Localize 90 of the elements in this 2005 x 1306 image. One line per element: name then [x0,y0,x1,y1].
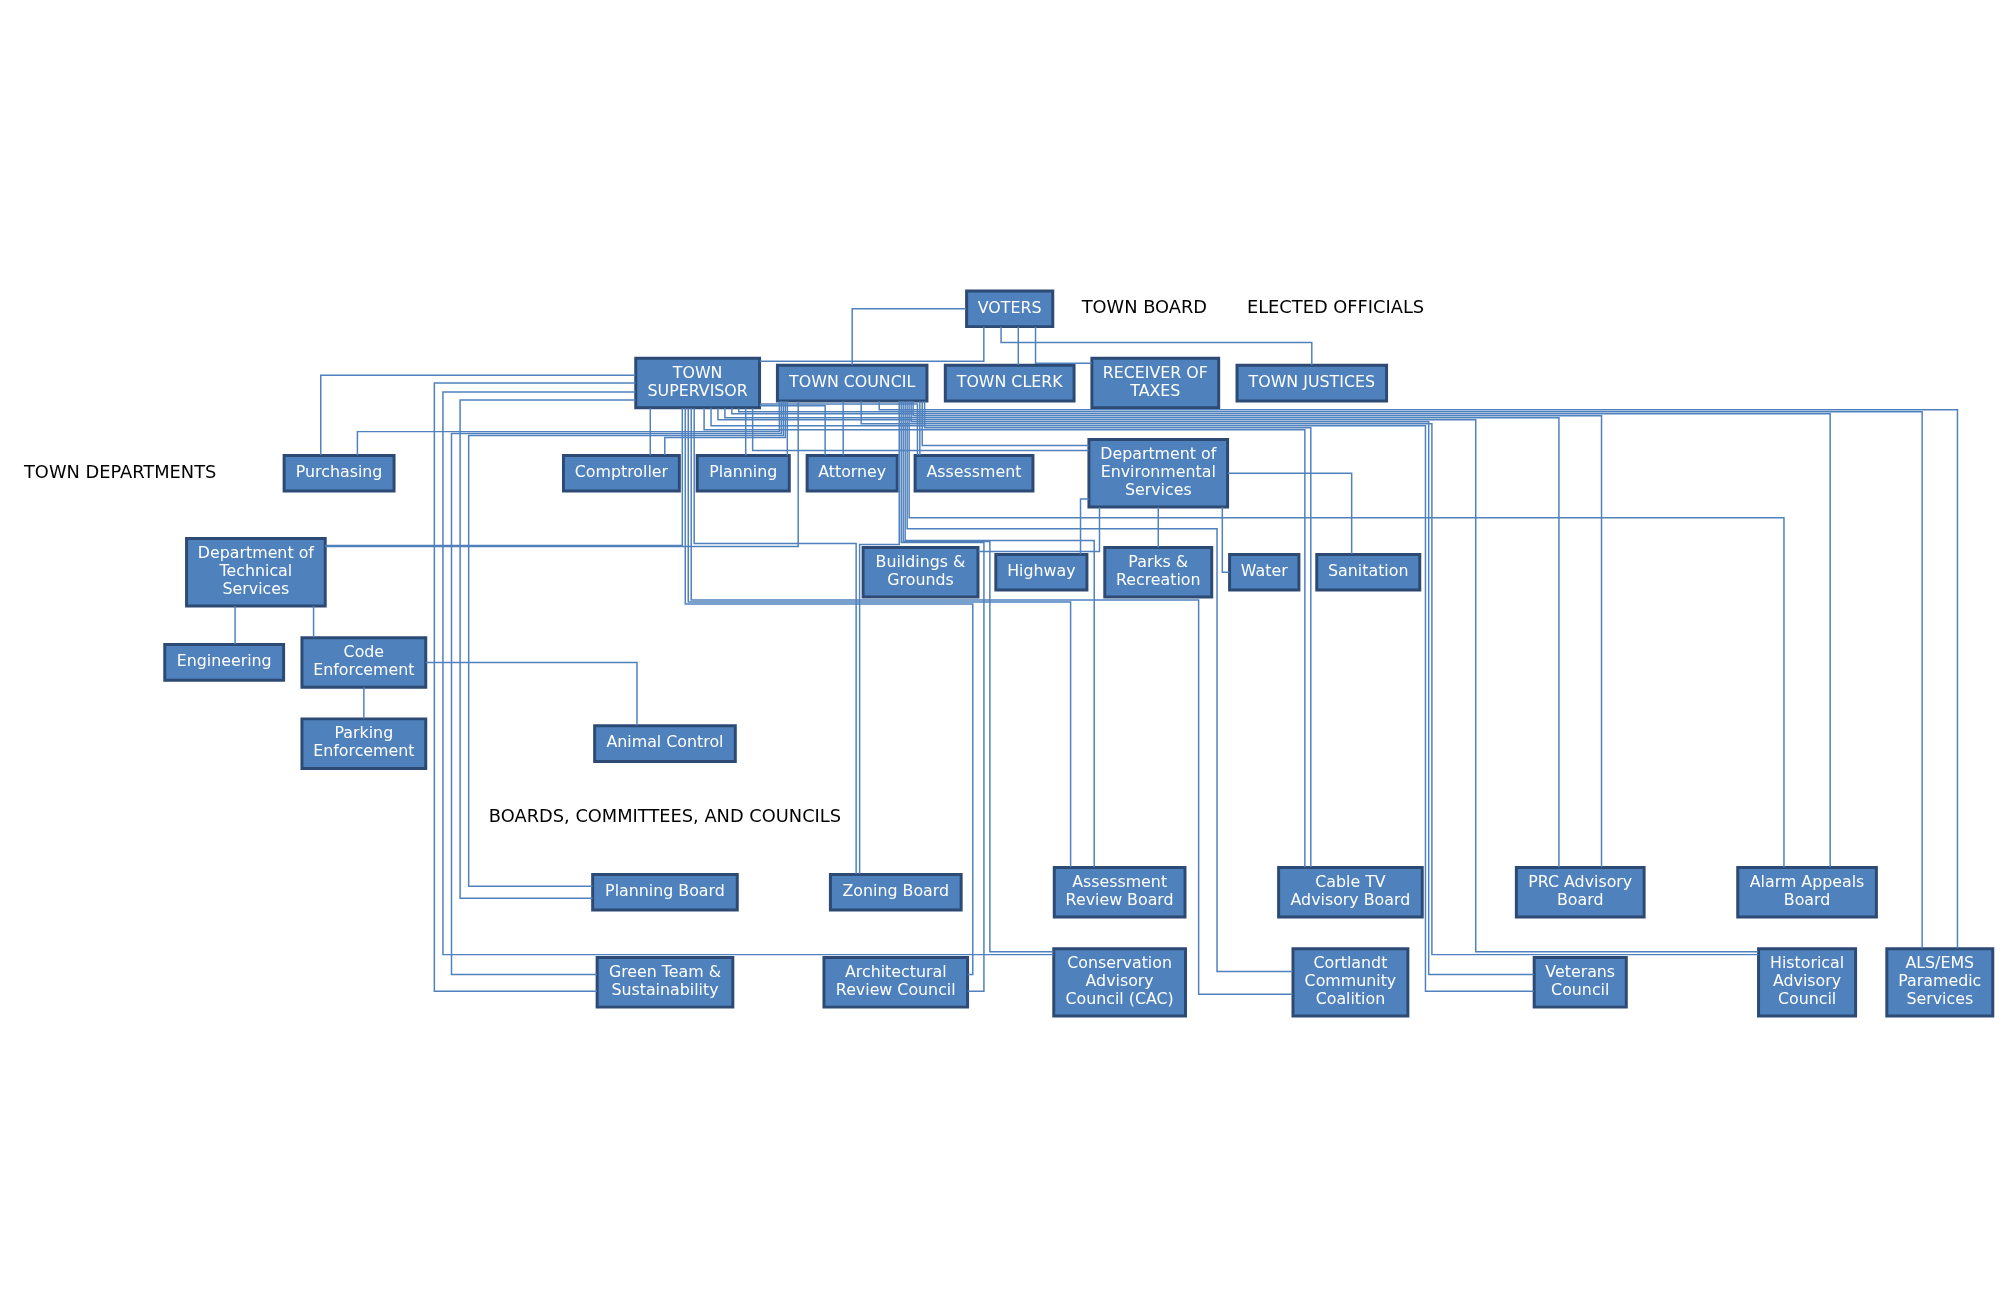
connector [234,604,236,645]
node-box: Engineering [163,642,286,682]
connector [664,399,787,456]
node-box: Sanitation [1315,552,1422,592]
node-box: Department of Technical Services [185,536,327,607]
connector [977,506,1101,552]
node-box: VOTERS [965,288,1055,328]
connector [904,399,1095,868]
node-box: PRC Advisory Board [1514,865,1646,918]
label: TOWN DEPARTMENTS [24,460,217,482]
connector [442,390,1055,955]
node-box: Purchasing [282,453,396,493]
node-box: TOWN COUNCIL [775,363,929,402]
node-box: Highway [994,552,1089,592]
label: TOWN BOARD [1081,295,1208,317]
node-box: RECEIVER OF TAXES [1090,356,1221,409]
connector [1000,325,1313,366]
connector [759,325,985,362]
connector [693,406,857,875]
node-box: Parks & Recreation [1103,545,1214,599]
connector [1017,325,1020,366]
node-box: Assessment [913,453,1035,493]
connector [710,406,1535,992]
connector [878,399,1959,949]
connector [467,399,785,887]
connector [923,399,1312,868]
connector [324,399,799,547]
node-box: Green Team & Sustainability [595,955,735,1009]
node-box: Comptroller [561,453,681,493]
connector [744,406,747,456]
node-box: TOWN CLERK [943,363,1076,402]
connector [717,406,1759,952]
connector [759,402,919,456]
node-box: Zoning Board [828,872,963,912]
node-box: Parking Enforcement [300,716,428,770]
connector [1157,505,1159,548]
connector [1034,325,1093,364]
connector [703,406,1306,868]
connector [858,399,900,875]
node-box: Cable TV Advisory Board [1277,865,1424,918]
connector [320,373,637,456]
node-box: Historical Advisory Council [1757,946,1858,1018]
connector [684,406,974,975]
node-box: Planning Board [591,872,739,912]
connector [919,400,921,456]
connector [902,399,1055,952]
connector [363,686,365,719]
label: BOARDS, COMMITTEES, AND COUNCILS [488,804,842,826]
connector [450,399,783,975]
connector [851,307,967,366]
node-box: Alarm Appeals Board [1736,865,1878,918]
node-box: Code Enforcement [300,635,428,689]
node-box: ALS/EMS Paramedic Services [1885,946,1995,1018]
node-box: Veterans Council [1532,955,1628,1009]
connector [687,406,1072,868]
node-box: Buildings & Grounds [861,545,980,599]
node-box: Assessment Review Board [1052,865,1187,918]
node-box: Planning [695,453,791,493]
node-box: TOWN SUPERVISOR [634,356,762,409]
connector [690,406,1294,995]
label: ELECTED OFFICIALS [1246,295,1425,317]
connector [751,406,1090,451]
connector [459,398,637,899]
connector [908,399,1785,868]
node-box: Architectural Review Council [822,955,970,1009]
connector [786,400,789,456]
connector [1221,505,1230,573]
connector [731,406,1831,868]
connector [649,406,652,456]
connector [356,399,781,456]
connector [425,661,638,726]
node-box: Department of Environmental Services [1087,437,1230,508]
connector [724,406,1560,868]
node-box: TOWN JUSTICES [1235,363,1389,402]
node-box: Attorney [805,453,899,493]
node-box: Cortlandt Community Coalition [1291,946,1410,1018]
connector [324,406,684,546]
connector [906,399,1294,972]
connector [433,381,637,992]
connector [1079,497,1090,555]
connector [1227,471,1353,555]
connector [738,407,1923,949]
node-box: Water [1228,552,1301,592]
connector [842,400,844,456]
connector [759,404,826,456]
connector [312,604,315,638]
node-box: Conservation Advisory Council (CAC) [1052,946,1187,1018]
node-box: Animal Control [593,723,737,763]
connector [921,399,1090,446]
connector [900,399,985,992]
